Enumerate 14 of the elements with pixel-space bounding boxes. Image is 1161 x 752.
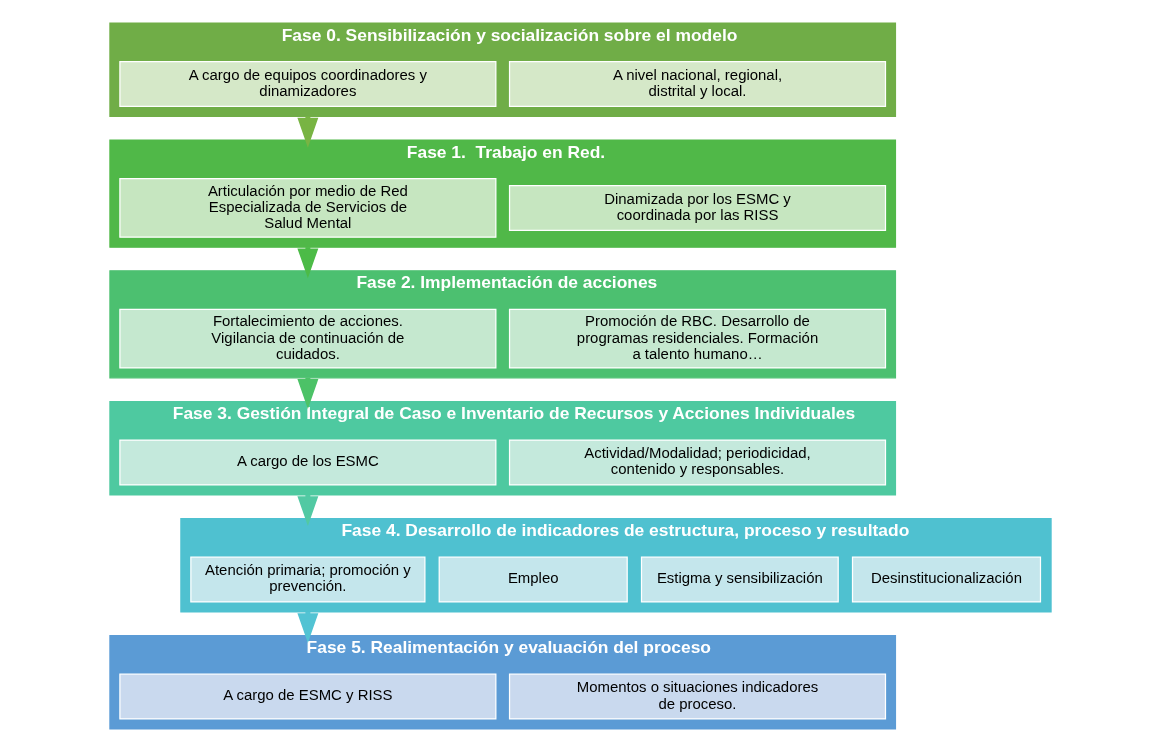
node-box: Estigma y sensibilización bbox=[640, 556, 839, 603]
node-box: A cargo de equipos coordinadores y dinamizadores bbox=[119, 61, 497, 108]
node-box: Fortalecimiento de acciones. Vigilancia de continuación de cuidados. bbox=[119, 308, 497, 369]
node-box: Promoción de RBC. Desarrollo de programas residenciales. Formación a talento humano… bbox=[508, 308, 887, 369]
node-box: A cargo de ESMC y RISS bbox=[119, 673, 497, 720]
node-box: Dinamizada por los ESMC y coordinada por las RISS bbox=[508, 184, 887, 231]
node-box: A nivel nacional, regional, distrital y local. bbox=[508, 61, 887, 108]
node-box: Articulación por medio de Red Especializada de Servicios de Salud Mental bbox=[119, 178, 497, 238]
node-box: Momentos o situaciones indicadores de proceso. bbox=[508, 673, 887, 720]
node-box: Actividad/Modalidad; periodicidad, contenido y responsables. bbox=[508, 439, 887, 486]
node-box: A cargo de los ESMC bbox=[119, 439, 497, 486]
node-box: Desinstitucionalización bbox=[851, 556, 1042, 603]
node-box: Atención primaria; promoción y prevención. bbox=[190, 556, 426, 603]
node-box: Empleo bbox=[438, 556, 628, 603]
